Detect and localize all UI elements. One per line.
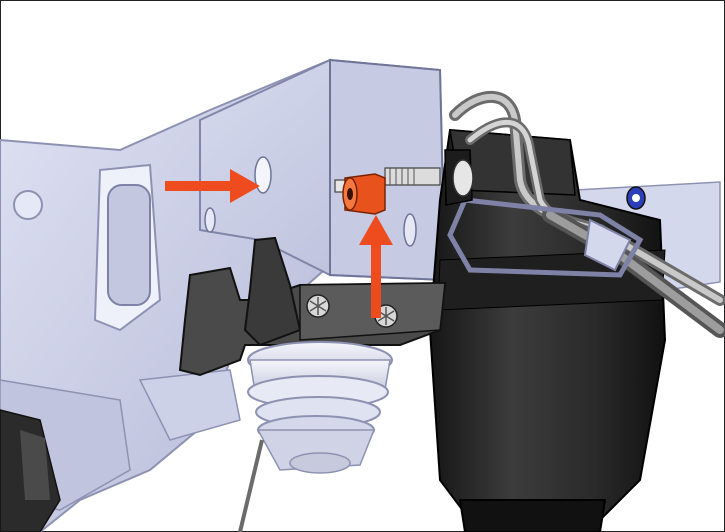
rubber-boot [247, 341, 393, 474]
arrow-to-nut-icon [359, 215, 393, 318]
nut-highlighted [342, 173, 386, 215]
stud-assembly [334, 149, 474, 215]
cable [238, 439, 264, 532]
mounting-plate [199, 58, 447, 282]
target-hole [254, 156, 272, 194]
arrow-to-hole-icon [165, 169, 260, 203]
